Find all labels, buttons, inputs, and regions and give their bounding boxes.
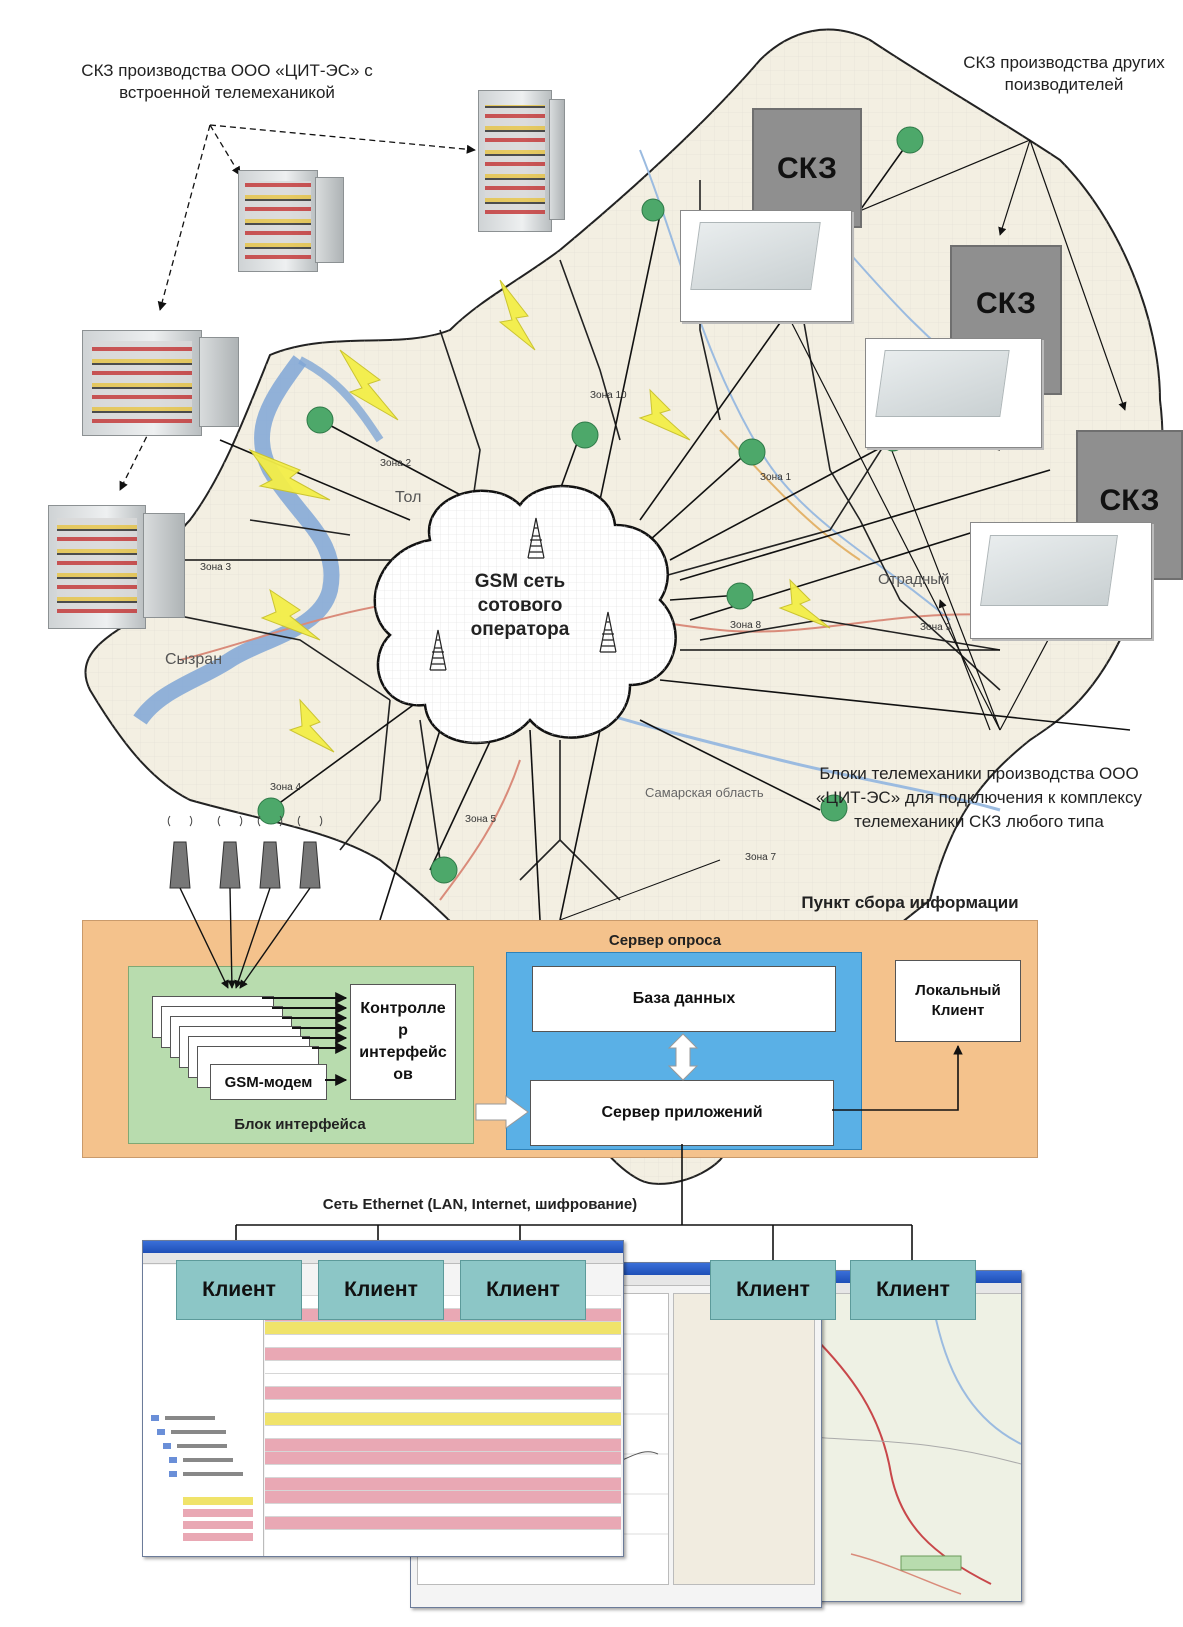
svg-text:Зона 9: Зона 9 [920, 622, 951, 633]
gsm-modem-box: GSM-модем [210, 1064, 327, 1100]
data-flow-arrow [475, 1095, 529, 1129]
svg-text:Зона 3: Зона 3 [200, 562, 231, 573]
own-skz-label: СКЗ производства ООО «ЦИТ-ЭС» с встроенн… [81, 61, 373, 102]
client-box-3: Клиент [460, 1260, 586, 1320]
map-label-syzran: Сызран [165, 651, 222, 668]
poll-server-label: Сервер опроса [608, 932, 722, 949]
antenna-group [167, 815, 323, 889]
svg-text:Зона 10: Зона 10 [590, 390, 627, 401]
antenna-icon [169, 841, 191, 889]
client-box-5: Клиент [850, 1260, 976, 1320]
skz-cabinet-3 [82, 330, 239, 436]
svg-text:Зона 5: Зона 5 [465, 814, 496, 825]
telemechanic-block-3 [970, 522, 1152, 639]
skz-other-1: СКЗ [752, 108, 862, 228]
skz-label: СКЗ [1099, 484, 1160, 517]
svg-text:Зона 4: Зона 4 [270, 782, 301, 793]
collection-point-label: Пункт сбора информации [801, 893, 1019, 912]
map-label-otradny: Отрадный [878, 571, 949, 588]
telemechanic-blocks-label: Блоки телемеханики производства ООО «ЦИТ… [815, 764, 1143, 831]
interface-controller-box: Контролле р интерфейс ов [350, 984, 456, 1100]
interface-block-label: Блок интерфейса [234, 1116, 366, 1133]
client-box-2: Клиент [318, 1260, 444, 1320]
database-box: База данных [532, 966, 836, 1032]
client-box-4: Клиент [710, 1260, 836, 1320]
map-label-samara-region: Самарская область [645, 785, 764, 800]
svg-text:Зона 1: Зона 1 [760, 472, 791, 483]
gsm-cloud-label: GSM сеть сотового оператора [470, 571, 570, 640]
skz-cabinet-4 [48, 505, 186, 629]
svg-text:Зона 8: Зона 8 [730, 620, 761, 631]
node-icon [306, 406, 334, 434]
map-label-tolyatti: Тол [395, 489, 421, 506]
skz-cabinet-2 [478, 90, 566, 232]
gsm-cloud [373, 484, 677, 745]
skz-label: СКЗ [777, 152, 837, 185]
telemechanic-block-1 [680, 210, 852, 322]
skz-cabinet-1 [238, 170, 344, 272]
lightning-icon [339, 349, 399, 421]
skz-label: СКЗ [976, 287, 1036, 320]
client-box-1: Клиент [176, 1260, 302, 1320]
other-skz-label: СКЗ производства других поизводителей [963, 53, 1165, 94]
ethernet-label: Сеть Ethernet (LAN, Internet, шифрование… [322, 1196, 638, 1213]
telemechanic-block-2 [865, 338, 1042, 448]
local-client-box: Локальный Клиент [895, 960, 1021, 1042]
svg-text:Зона 2: Зона 2 [380, 458, 411, 469]
svg-text:Зона 7: Зона 7 [745, 852, 776, 863]
volga-river [133, 355, 340, 725]
cell-tower-icon [527, 517, 545, 559]
